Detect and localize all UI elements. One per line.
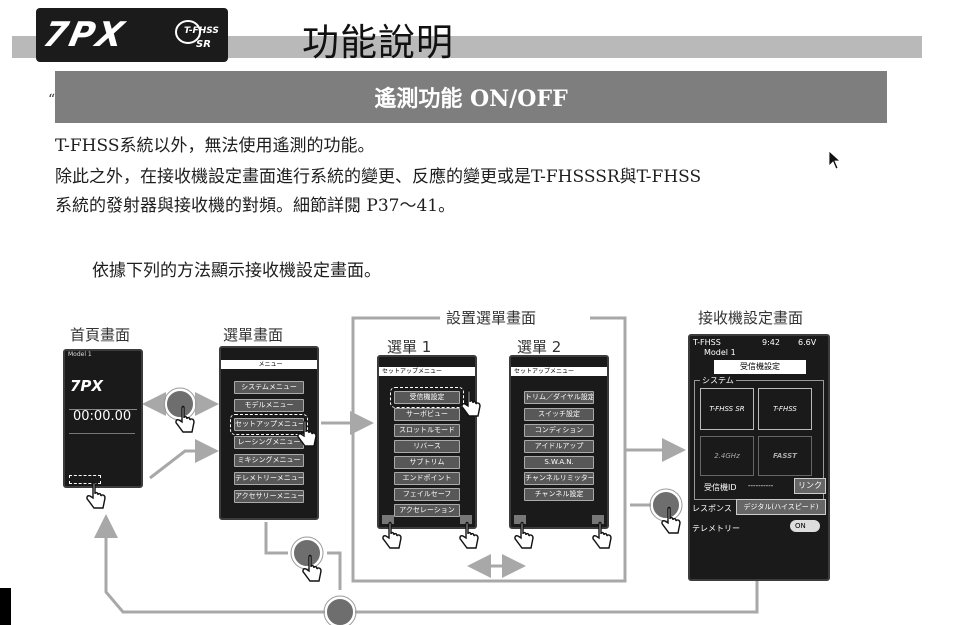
setup1-next-button[interactable]: [460, 515, 472, 524]
setup1-item-reverse[interactable]: リバース: [394, 440, 460, 453]
logo-sub1: T-FHSS: [184, 26, 219, 36]
menu-item-accessory[interactable]: アクセサリーメニュー: [234, 490, 304, 503]
receiver-time: 9:42: [762, 338, 780, 347]
setup2-item-switch[interactable]: スイッチ設定: [524, 408, 594, 421]
setup1-title: セットアップメニュー: [379, 367, 475, 376]
setup-group-label: 設置選單畫面: [446, 309, 537, 327]
menu-item-racing[interactable]: レーシングメニュー: [234, 436, 304, 449]
setup1-item-receiver[interactable]: 受信機設定: [390, 387, 464, 408]
home-screen[interactable]: Model 1 7PX 00:00.00: [63, 349, 143, 488]
home-timer: 00:00.00: [73, 409, 132, 424]
menu-status-bar: [221, 348, 317, 356]
setup1-item-subtrim[interactable]: サブトリム: [394, 456, 460, 469]
home-brand: 7PX: [70, 377, 103, 395]
link-button[interactable]: リンク: [794, 478, 826, 494]
setup2-next-button[interactable]: [592, 515, 604, 524]
section-title: 遙測功能 ON/OFF: [374, 86, 568, 112]
setup1-label: 選單 1: [387, 338, 432, 356]
setup1-prev-button[interactable]: [382, 515, 394, 524]
mouse-cursor-icon: [828, 150, 842, 174]
receiver-brand: T-FHSS: [693, 338, 721, 347]
logo-sub2: SR: [196, 39, 211, 50]
telemetry-toggle[interactable]: ON: [790, 520, 820, 532]
body-line-4: 依據下列的方法顯示接收機設定畫面。: [92, 261, 381, 281]
home-divider: [69, 409, 137, 410]
setup2-item-idle-up[interactable]: アイドルアップ: [524, 440, 594, 453]
quote-mark: “: [48, 92, 56, 108]
menu-screen-label: 選單畫面: [223, 326, 284, 344]
header-bar: [12, 36, 922, 58]
response-label: レスポンス: [692, 504, 732, 513]
page-edge-tab: [0, 588, 11, 625]
menu-item-system[interactable]: システムメニュー: [234, 381, 304, 394]
setup2-prev-button[interactable]: [514, 515, 526, 524]
setup2-item-trim-dial[interactable]: トリム／ダイヤル設定: [524, 391, 594, 404]
setup1-item-endpoint[interactable]: エンドポイント: [394, 472, 460, 485]
body-line-2: 除此之外，在接收機設定畫面進行系統的變更、反應的變更或是T-FHSSSR與T-F…: [55, 167, 702, 187]
section-banner: 遙測功能 ON/OFF: [55, 71, 887, 123]
setup1-status-bar: [379, 357, 475, 365]
menu-item-telemetry[interactable]: テレメトリーメニュー: [234, 472, 304, 485]
receiver-model: Model 1: [704, 348, 736, 357]
menu-item-setup[interactable]: セットアップメニュー: [230, 414, 308, 435]
receiver-id-label: 受信機ID: [704, 483, 737, 492]
system-tile-2-4ghz[interactable]: 2.4GHz: [700, 436, 754, 476]
setup2-label: 選單 2: [517, 338, 562, 356]
page-title: 功能說明: [302, 21, 454, 64]
body-line-3: 系統的發射器與接收機的對頻。細節詳閱 P37～41。: [55, 196, 456, 216]
response-select[interactable]: デジタル(ハイスピード): [736, 499, 826, 515]
setup1-item-failsafe[interactable]: フェイルセーフ: [394, 488, 460, 501]
setup2-item-swan[interactable]: S.W.A.N.: [524, 456, 594, 469]
receiver-screen-label: 接收機設定畫面: [698, 309, 804, 327]
home-trim-area: [69, 433, 135, 474]
telemetry-label: テレメトリー: [692, 524, 740, 533]
menu-item-mixing[interactable]: ミキシングメニュー: [234, 454, 304, 467]
menu-item-model[interactable]: モデルメニュー: [234, 399, 304, 412]
setup2-status-bar: [511, 357, 607, 365]
setup2-title: セットアップメニュー: [511, 367, 607, 376]
receiver-id-value: ----------: [748, 482, 774, 490]
setup1-screen[interactable]: セットアップメニュー 受信機設定 サーボビュー スロットルモード リバース サブ…: [377, 355, 477, 529]
system-tile-fasst[interactable]: FASST: [758, 436, 812, 476]
home-status-bar: Model 1: [68, 351, 92, 358]
setup1-item-servo-view[interactable]: サーボビュー: [394, 408, 460, 421]
system-tile-tfhss[interactable]: T-FHSS: [758, 388, 812, 430]
home-screen-label: 首頁畫面: [70, 326, 131, 344]
logo-swoosh-icon: [175, 20, 201, 44]
body-line-1: T-FHSS系統以外，無法使用遙測的功能。: [55, 136, 375, 156]
receiver-title: 受信機設定: [714, 360, 806, 374]
setup1-item-throttle-mode[interactable]: スロットルモード: [394, 424, 460, 437]
setup2-screen[interactable]: セットアップメニュー トリム／ダイヤル設定 スイッチ設定 コンディション アイド…: [509, 355, 609, 529]
menu-screen[interactable]: メニュー システムメニュー モデルメニュー セットアップメニュー レーシングメニ…: [219, 346, 319, 520]
system-tile-tfhss-sr[interactable]: T-FHSS SR: [700, 388, 754, 430]
logo-badge: T-FHSS SR: [174, 18, 222, 52]
receiver-screen[interactable]: T-FHSS 9:42 6.6V Model 1 受信機設定 システム T-FH…: [688, 334, 830, 581]
setup2-item-condition[interactable]: コンディション: [524, 424, 594, 437]
logo: 7PX T-FHSS SR: [36, 8, 228, 62]
receiver-voltage: 6.6V: [798, 338, 817, 347]
home-menu-target[interactable]: [69, 475, 101, 484]
setup2-item-channel-setting[interactable]: チャンネル設定: [524, 488, 594, 501]
menu-title: メニュー: [221, 360, 317, 369]
setup1-item-acceleration[interactable]: アクセレーション: [394, 504, 460, 517]
receiver-system-label: システム: [700, 375, 736, 386]
setup2-item-channel-limiter[interactable]: チャンネルリミッター: [524, 472, 594, 485]
